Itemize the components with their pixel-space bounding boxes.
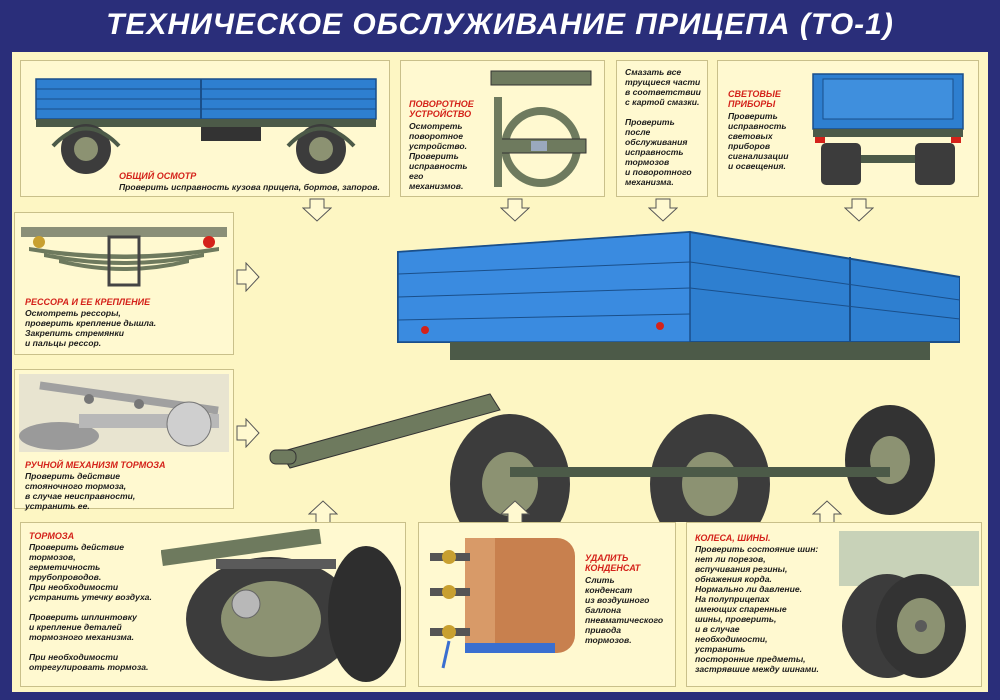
lubrication-text: Смазать все трущиеся части в соответстви… (625, 67, 701, 187)
arrow-up-icon (500, 500, 530, 524)
dual-wheels-illustration (839, 531, 979, 678)
panel-wheels: КОЛЕСА, ШИНЫ. Проверить состояние шин: н… (686, 522, 982, 687)
arrow-down-icon (844, 198, 874, 222)
handbrake-heading: РУЧНОЙ МЕХАНИЗМ ТОРМОЗА (25, 460, 166, 470)
condensate-text: Слить конденсат из воздушного баллона пн… (585, 575, 664, 645)
panel-lubrication: Смазать все трущиеся части в соответстви… (616, 60, 708, 197)
arrow-down-icon (302, 198, 332, 222)
trailer-rear-view-illustration (812, 73, 964, 185)
springs-heading: РЕССОРА И ЕЕ КРЕПЛЕНИЕ (25, 297, 151, 307)
wheels-heading: КОЛЕСА, ШИНЫ. (695, 533, 771, 543)
general-heading: ОБЩИЙ ОСМОТР (119, 171, 197, 181)
leaf-spring-illustration (21, 227, 227, 287)
board: ОБЩИЙ ОСМОТР Проверить исправность кузов… (12, 52, 988, 692)
arrow-right-icon (236, 262, 260, 292)
arrow-up-icon (812, 500, 842, 524)
lights-text: Проверить исправность световых приборов … (728, 111, 789, 171)
panel-lights: СВЕТОВЫЕ ПРИБОРЫ Проверить исправность с… (717, 60, 979, 197)
arrow-down-icon (500, 198, 530, 222)
turntable-illustration (490, 70, 592, 187)
trailer-main-illustration (269, 230, 960, 522)
arrow-down-icon (648, 198, 678, 222)
wheels-text: Проверить состояние шин: нет ли порезов,… (695, 544, 819, 674)
turntable-text: Осмотреть поворотное устройство. Провери… (409, 121, 468, 191)
arrow-up-icon (308, 500, 338, 524)
panel-condensate: УДАЛИТЬ КОНДЕНСАТ Слить конденсат из воз… (418, 522, 676, 687)
handbrake-text: Проверить действие стояночного тормоза, … (25, 471, 136, 511)
brake-assembly-illustration (161, 529, 401, 682)
lights-heading: СВЕТОВЫЕ ПРИБОРЫ (728, 89, 781, 109)
condensate-heading: УДАЛИТЬ КОНДЕНСАТ (585, 553, 641, 573)
handbrake-mechanism-illustration (19, 374, 229, 452)
panel-general-inspection: ОБЩИЙ ОСМОТР Проверить исправность кузов… (20, 60, 390, 197)
springs-text: Осмотреть рессоры, проверить крепление д… (25, 308, 157, 348)
panel-turntable: ПОВОРОТНОЕ УСТРОЙСТВО Осмотреть поворотн… (400, 60, 605, 197)
air-tank-drain-illustration (430, 538, 575, 669)
brakes-text: Проверить действие тормозов, герметичнос… (29, 542, 152, 672)
panel-brakes: ТОРМОЗА Проверить действие тормозов, гер… (20, 522, 406, 687)
panel-springs: РЕССОРА И ЕЕ КРЕПЛЕНИЕ Осмотреть рессоры… (14, 212, 234, 355)
trailer-side-view-illustration (35, 78, 377, 174)
general-text: Проверить исправность кузова прицепа, бо… (119, 182, 380, 192)
panel-handbrake: РУЧНОЙ МЕХАНИЗМ ТОРМОЗА Проверить действ… (14, 369, 234, 511)
page-title: ТЕХНИЧЕСКОЕ ОБСЛУЖИВАНИЕ ПРИЦЕПА (ТО-1) (106, 8, 894, 41)
brakes-heading: ТОРМОЗА (29, 531, 75, 541)
turntable-heading: ПОВОРОТНОЕ УСТРОЙСТВО (409, 99, 474, 119)
arrow-right-icon (236, 418, 260, 448)
